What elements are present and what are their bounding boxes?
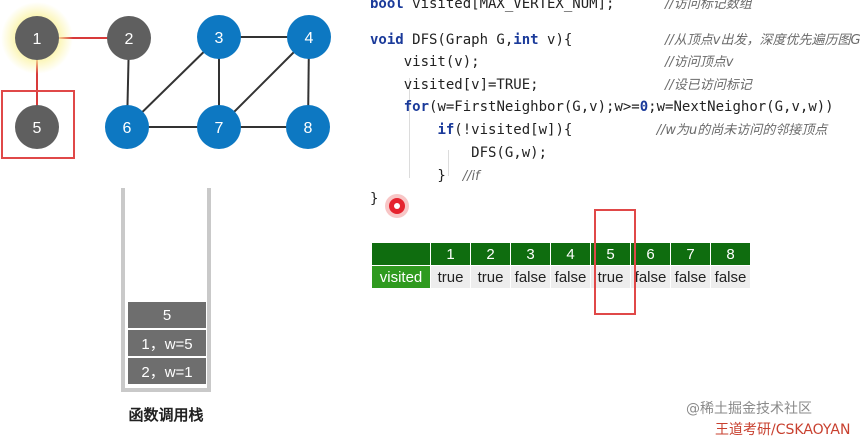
visited-cell-8: false bbox=[710, 265, 751, 289]
table-corner bbox=[371, 242, 431, 266]
stack-bottom bbox=[121, 388, 211, 392]
code-token: (!visited[w]){ bbox=[454, 122, 657, 138]
code-line: } bbox=[370, 188, 378, 210]
code-token bbox=[370, 99, 404, 115]
node-label-5: 5 bbox=[33, 120, 42, 137]
code-line: for(w=FirstNeighbor(G,v);w>=0;w=NextNeig… bbox=[370, 96, 834, 118]
current-index-highlight bbox=[594, 209, 636, 315]
visited-cell-4: false bbox=[550, 265, 591, 289]
node-1 bbox=[15, 16, 59, 60]
index-cell-8: 8 bbox=[710, 242, 751, 266]
visited-cell-3: false bbox=[510, 265, 551, 289]
code-keyword: int bbox=[513, 32, 539, 48]
current-node-highlight bbox=[1, 90, 75, 159]
indent-guide bbox=[409, 78, 410, 178]
visited-cell-1: true bbox=[430, 265, 471, 289]
node-label-3: 3 bbox=[215, 30, 224, 47]
code-token: 0 bbox=[639, 99, 649, 115]
code-line: bool visited[MAX_VERTEX_NUM]; //访问标记数组 bbox=[370, 0, 752, 15]
indent-guide bbox=[448, 150, 449, 176]
node-label-7: 7 bbox=[215, 120, 224, 137]
code-keyword: bool bbox=[370, 0, 404, 12]
node-7 bbox=[197, 105, 241, 149]
code-line: if(!visited[w]){ //w为u的尚未访问的邻接顶点 bbox=[370, 119, 827, 141]
code-token: } bbox=[370, 168, 463, 184]
stack-frame-bottom: 2，w=1 bbox=[128, 358, 206, 384]
code-comment: //设已访问标记 bbox=[665, 78, 752, 93]
code-comment: //从顶点v出发，深度优先遍历图G bbox=[665, 33, 861, 48]
index-cell-4: 4 bbox=[550, 242, 591, 266]
visited-cell-5: true bbox=[590, 265, 631, 289]
visited-cell-6: false bbox=[630, 265, 671, 289]
code-line: visited[v]=TRUE; //设已访问标记 bbox=[370, 74, 752, 96]
code-token: } bbox=[370, 191, 379, 207]
node-5 bbox=[15, 105, 59, 149]
code-token: DFS(G,w); bbox=[370, 145, 548, 161]
code-comment: //w为u的尚未访问的邻接顶点 bbox=[656, 123, 828, 138]
watermark-cskaoyan: 王道考研/CSKAOYAN bbox=[715, 422, 851, 438]
code-comment: //if bbox=[462, 169, 480, 184]
code-token bbox=[370, 122, 437, 138]
stack-frame-top: 5 bbox=[128, 302, 206, 328]
code-token: (w=FirstNeighbor(G,v);w>= bbox=[429, 99, 640, 115]
index-cell-7: 7 bbox=[670, 242, 711, 266]
code-comment: //访问标记数组 bbox=[665, 0, 752, 12]
visited-cell-2: true bbox=[470, 265, 511, 289]
node-label-8: 8 bbox=[304, 120, 313, 137]
code-token: visited[MAX_VERTEX_NUM]; bbox=[403, 0, 666, 12]
code-line: visit(v); //访问顶点v bbox=[370, 51, 734, 73]
stack-right-wall bbox=[207, 188, 211, 392]
visited-row-label: visited bbox=[371, 265, 431, 289]
code-token: visited[v]=TRUE; bbox=[370, 77, 666, 93]
code-token: DFS(Graph G, bbox=[403, 32, 514, 48]
index-cell-3: 3 bbox=[510, 242, 551, 266]
code-token: v){ bbox=[538, 32, 666, 48]
execution-pointer-icon bbox=[385, 194, 409, 218]
index-cell-6: 6 bbox=[630, 242, 671, 266]
code-keyword: if bbox=[437, 122, 455, 138]
code-keyword: void bbox=[370, 32, 404, 48]
code-line: DFS(G,w); bbox=[370, 142, 547, 164]
node-label-6: 6 bbox=[123, 120, 132, 137]
stack-caption: 函数调用栈 bbox=[128, 406, 204, 424]
node-4 bbox=[287, 15, 331, 59]
graph-diagram: 1 2 3 4 5 6 7 8 bbox=[1, 2, 331, 149]
code-keyword: for bbox=[403, 99, 430, 115]
code-token: ;w=NextNeighor(G,v,w)) bbox=[648, 99, 834, 115]
stack-frame-middle: 1，w=5 bbox=[128, 330, 206, 356]
index-cell-2: 2 bbox=[470, 242, 511, 266]
stack-left-wall bbox=[121, 188, 125, 392]
node-label-1: 1 bbox=[33, 31, 42, 48]
node-label-4: 4 bbox=[305, 30, 314, 47]
code-line: void DFS(Graph G,int v){ //从顶点v出发，深度优先遍历… bbox=[370, 29, 861, 51]
node-3 bbox=[197, 15, 241, 59]
index-cell-1: 1 bbox=[430, 242, 471, 266]
code-token: visit(v); bbox=[370, 54, 666, 70]
code-line: } //if bbox=[370, 165, 480, 187]
watermark-juejin: @稀土掘金技术社区 bbox=[686, 401, 812, 417]
node-6 bbox=[105, 105, 149, 149]
code-comment: //访问顶点v bbox=[665, 55, 734, 70]
node-label-2: 2 bbox=[125, 31, 134, 48]
node-2 bbox=[107, 16, 151, 60]
visited-cell-7: false bbox=[670, 265, 711, 289]
node-8 bbox=[286, 105, 330, 149]
